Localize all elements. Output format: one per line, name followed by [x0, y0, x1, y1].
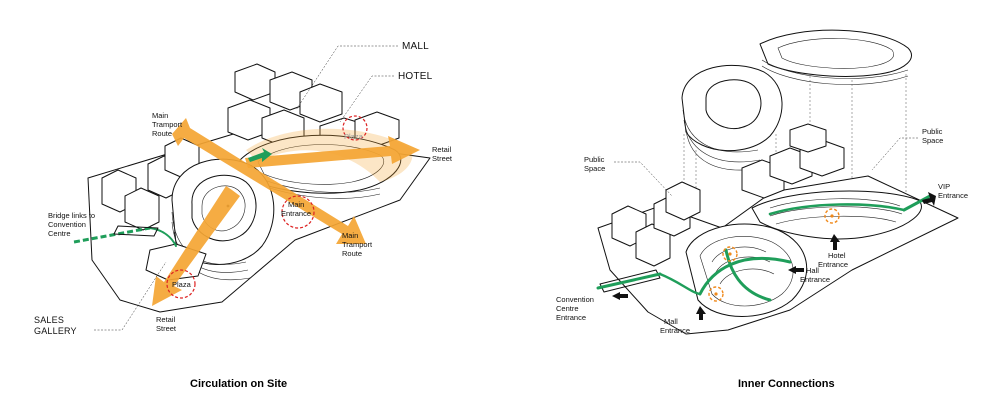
entrance-arrows [612, 192, 936, 320]
label-convention-1: Convention [556, 295, 594, 304]
label-bridge-1: Bridge links to [48, 211, 95, 220]
label-main-entrance-2: Entrance [281, 209, 311, 218]
label-main-transport-bot-3: Route [342, 249, 362, 258]
label-hotel-entrance-1: Hotel [828, 251, 846, 260]
bridge-link-green [73, 225, 177, 247]
label-sales-gallery-2: GALLERY [34, 326, 77, 336]
label-bridge-3: Centre [48, 229, 71, 238]
hotel-entrance-arrow [830, 234, 840, 250]
label-main-transport-top-2: Tramport [152, 120, 183, 129]
label-public-space-left-2: Space [584, 164, 605, 173]
label-bridge-2: Convention [48, 220, 86, 229]
label-public-space-right-1: Public [922, 127, 943, 136]
label-plaza-bottom: Plaza [172, 280, 192, 289]
label-sales-gallery-1: SALES [34, 315, 64, 325]
label-hotel: HOTEL [398, 71, 433, 82]
label-main-transport-bot-2: Tramport [342, 240, 373, 249]
leader-public-space-left [614, 161, 673, 197]
mall-entrance-arrow [696, 306, 706, 320]
right-left-buildings [611, 181, 701, 267]
plaza-ring-top [342, 115, 368, 141]
label-mall-entrance-1: Mall [664, 317, 678, 326]
label-retail-street-bot-1: Retail [156, 315, 176, 324]
orange-circulation-arrows [152, 118, 420, 306]
mall-building-blocks [227, 63, 400, 155]
caption-circulation-on-site: Circulation on Site [190, 378, 287, 390]
label-retail-street-bot-2: Street [156, 324, 177, 333]
label-main-transport-top-1: Main [152, 111, 168, 120]
label-retail-street-top-1: Retail [432, 145, 452, 154]
hotel-floor-plan [751, 190, 922, 240]
label-main-transport-top-3: Route [152, 129, 172, 138]
leader-mall [295, 45, 398, 111]
caption-inner-connections: Inner Connections [738, 378, 835, 390]
upper-hotel-ring [759, 29, 912, 85]
right-panel: Public Space Public Space VIP Entrance H… [556, 29, 968, 390]
label-mall: MALL [402, 41, 429, 52]
label-main-transport-bot-1: Main [342, 231, 358, 240]
left-panel: MALL HOTEL Main Tramport Route Retail St… [34, 41, 453, 390]
vip-entrance-arrow [922, 192, 936, 206]
label-hall-entrance-2: Entrance [800, 275, 830, 284]
label-hotel-entrance-2: Entrance [818, 260, 848, 269]
label-public-space-left-1: Public [584, 155, 605, 164]
label-plaza-top: Plaza [344, 132, 364, 141]
right-top-buildings [741, 123, 845, 199]
label-main-entrance-1: Main [288, 200, 304, 209]
leader-sales-gallery [94, 261, 167, 331]
upper-mall-stadium [681, 64, 783, 171]
main-entrance-ring [281, 195, 315, 229]
label-vip-entrance-1: VIP [938, 182, 950, 191]
label-convention-3: Entrance [556, 313, 586, 322]
convention-entrance-arrow [612, 292, 628, 300]
hall-entrance-arrow [788, 266, 804, 274]
plaza-ring-bottom [166, 269, 196, 299]
label-public-space-right-2: Space [922, 136, 943, 145]
leader-public-space-right [871, 137, 918, 171]
convention-link [596, 194, 932, 296]
label-vip-entrance-2: Entrance [938, 191, 968, 200]
leader-hotel [339, 75, 394, 123]
label-retail-street-top-2: Street [432, 154, 453, 163]
label-mall-entrance-2: Entrance [660, 326, 690, 335]
label-hall-entrance-1: Hall [806, 266, 819, 275]
label-convention-2: Centre [556, 304, 579, 313]
